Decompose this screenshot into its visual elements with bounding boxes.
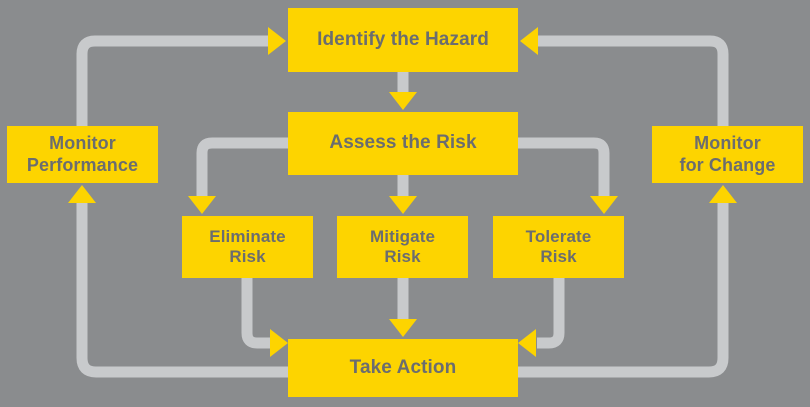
- node-mitigate-risk-line1: Mitigate: [369, 226, 436, 246]
- node-tolerate-risk-line2: Risk: [540, 247, 577, 266]
- arrowhead-up-monitor-performance: [68, 185, 96, 203]
- edge-monitor-performance-to-identify: [76, 35, 268, 126]
- arrowhead-down-assess-mitigate: [389, 196, 417, 214]
- arrowhead-right-eliminate-take-action: [270, 329, 288, 357]
- node-assess-the-risk-label: Assess the Risk: [329, 132, 477, 154]
- edge-assess-to-eliminate: [196, 137, 288, 196]
- arrowhead-up-monitor-for-change: [709, 185, 737, 203]
- edge-assess-to-tolerate: [518, 137, 610, 196]
- node-eliminate-risk-label: Eliminate Risk: [209, 227, 285, 267]
- node-monitor-performance[interactable]: Monitor Performance: [7, 126, 158, 183]
- node-take-action-label: Take Action: [349, 356, 457, 378]
- node-identify-the-hazard[interactable]: Identify the Hazard: [288, 8, 518, 72]
- node-eliminate-risk[interactable]: Eliminate Risk: [182, 216, 313, 278]
- node-mitigate-risk-label: Mitigate Risk: [370, 227, 435, 267]
- node-monitor-for-change-line2: for Change: [679, 154, 776, 175]
- arrowhead-down-mitigate-take-action: [389, 319, 417, 337]
- arrowhead-left-monitor-for-change-identify: [520, 27, 538, 55]
- node-identify-the-hazard-label: Identify the Hazard: [317, 28, 489, 50]
- node-eliminate-risk-line2: Risk: [229, 247, 266, 266]
- node-tolerate-risk-line1: Tolerate: [525, 226, 592, 246]
- node-monitor-performance-line1: Monitor: [49, 133, 116, 154]
- node-monitor-performance-line2: Performance: [26, 154, 139, 175]
- arrowhead-down-assess-eliminate: [188, 196, 216, 214]
- arrowhead-down-assess-tolerate: [590, 196, 618, 214]
- node-eliminate-risk-line1: Eliminate: [209, 226, 286, 246]
- node-assess-the-risk[interactable]: Assess the Risk: [288, 112, 518, 175]
- edge-monitor-for-change-to-identify: [538, 35, 729, 126]
- edge-take-action-to-monitor-performance: [76, 203, 400, 378]
- node-monitor-for-change-line1: Monitor: [694, 133, 761, 154]
- node-tolerate-risk[interactable]: Tolerate Risk: [493, 216, 624, 278]
- node-monitor-for-change[interactable]: Monitor for Change: [652, 126, 803, 183]
- node-mitigate-risk[interactable]: Mitigate Risk: [337, 216, 468, 278]
- edge-tolerate-to-take-action: [537, 278, 565, 349]
- edge-eliminate-to-take-action: [241, 278, 270, 349]
- arrowhead-down-identify-assess: [389, 92, 417, 110]
- node-monitor-performance-label: Monitor Performance: [27, 133, 138, 175]
- node-tolerate-risk-label: Tolerate Risk: [526, 227, 592, 267]
- arrowhead-left-tolerate-take-action: [518, 329, 536, 357]
- node-take-action[interactable]: Take Action: [288, 339, 518, 397]
- arrowhead-right-monitor-performance-identify: [268, 27, 286, 55]
- node-mitigate-risk-line2: Risk: [384, 247, 421, 266]
- node-monitor-for-change-label: Monitor for Change: [679, 133, 775, 175]
- edge-take-action-to-monitor-for-change: [410, 203, 729, 378]
